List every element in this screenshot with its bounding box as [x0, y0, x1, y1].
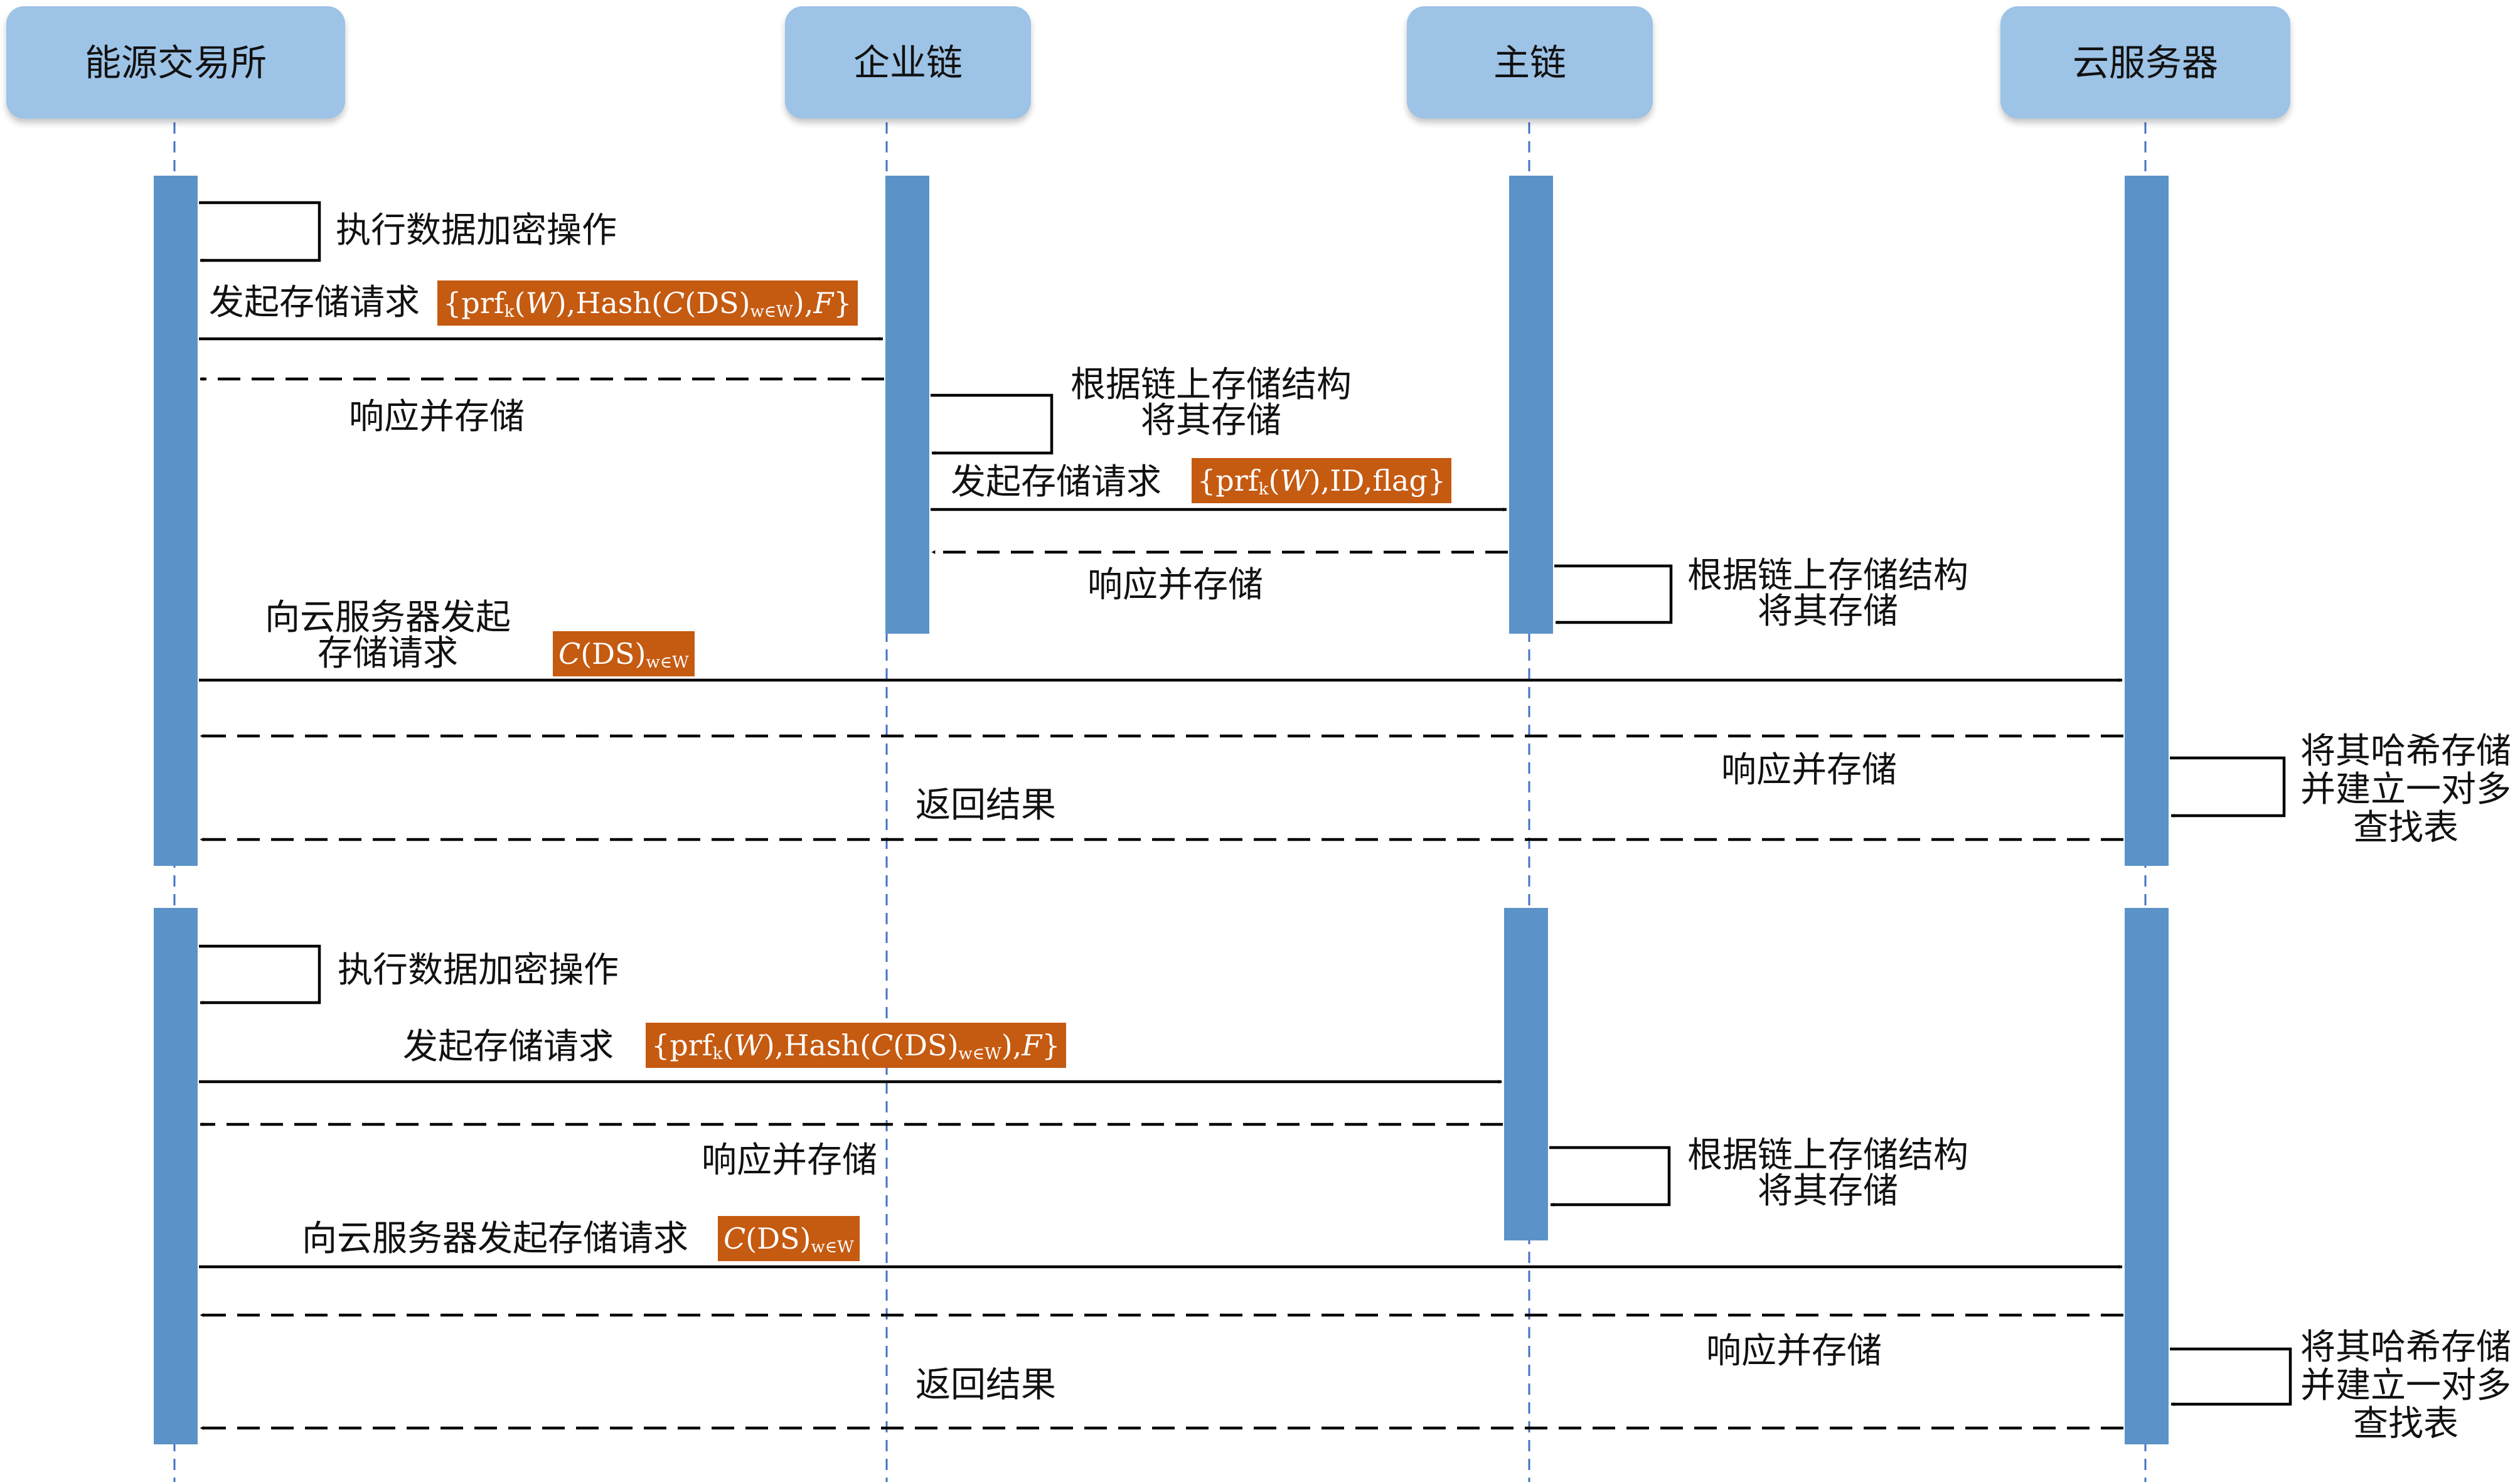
- label-store-structure-1a: 根据链上存储结构: [1070, 365, 1352, 405]
- label-main-store-2a: 根据链上存储结构: [1687, 1135, 1968, 1176]
- activation-exchange-2: [154, 908, 198, 1444]
- participant-exchange-label: 能源交易所: [84, 41, 267, 84]
- label-main-store-2b: 将其存储: [1758, 1171, 1898, 1212]
- payload-tag-5: C(DS)w∈W: [718, 1216, 860, 1261]
- label-cloud-request-2: 向云服务器发起存储请求: [302, 1218, 688, 1259]
- label-main-store-1a: 根据链上存储结构: [1687, 555, 1968, 596]
- label-encrypt-1: 执行数据加密操作: [336, 210, 617, 251]
- self-loop-encrypt-1: [199, 201, 321, 262]
- label-hash-store-2a: 将其哈希存储: [2300, 1327, 2511, 1368]
- activation-main-1: [1509, 176, 1553, 634]
- label-hash-store-1c: 查找表: [2353, 808, 2459, 848]
- label-ack-store-1: 响应并存储: [349, 397, 525, 437]
- self-loop-enterprise-store-1: [931, 393, 1054, 455]
- label-return-result-1: 返回结果: [916, 785, 1056, 826]
- participant-exchange: 能源交易所: [6, 6, 345, 119]
- label-hash-store-2c: 查找表: [2353, 1404, 2459, 1444]
- participant-enterprise-chain: 企业链: [785, 6, 1031, 119]
- label-ack-store-2: 响应并存储: [1087, 565, 1263, 605]
- label-send-request-2: 发起存储请求: [951, 462, 1161, 503]
- label-send-request-1: 发起存储请求: [209, 282, 420, 323]
- label-main-store-1b: 将其存储: [1758, 591, 1898, 632]
- self-loop-cloud-hash-2: [2170, 1347, 2292, 1406]
- participant-cloud-server: 云服务器: [2000, 6, 2290, 119]
- label-hash-store-1a: 将其哈希存储: [2300, 731, 2511, 772]
- label-hash-store-1b: 并建立一对多: [2300, 769, 2511, 810]
- participant-enterprise-label: 企业链: [853, 41, 963, 84]
- self-loop-cloud-hash-1: [2170, 756, 2286, 818]
- payload-tag-4: {prfk(W),Hash(C(DS)w∈W),F}: [646, 1023, 1066, 1068]
- payload-tag-1: {prfk(W),Hash(C(DS)w∈W),F}: [437, 280, 858, 326]
- activation-cloud-1: [2125, 176, 2169, 866]
- payload-tag-3: C(DS)w∈W: [553, 631, 695, 676]
- label-encrypt-2: 执行数据加密操作: [338, 950, 619, 991]
- participant-main-chain: 主链: [1407, 6, 1653, 119]
- label-cloud-ack-1: 响应并存储: [1721, 750, 1897, 791]
- activation-cloud-2: [2125, 908, 2169, 1444]
- label-store-structure-1b: 将其存储: [1141, 400, 1281, 441]
- label-ack-store-3: 响应并存储: [702, 1140, 877, 1181]
- label-hash-store-2b: 并建立一对多: [2300, 1365, 2511, 1406]
- activation-main-2: [1504, 908, 1548, 1240]
- payload-tag-2: {prfk(W),ID,flag}: [1192, 458, 1452, 503]
- label-send-request-3: 发起存储请求: [403, 1026, 614, 1067]
- label-return-result-2: 返回结果: [916, 1365, 1056, 1405]
- self-loop-main-store-2: [1549, 1146, 1671, 1207]
- participant-main-label: 主链: [1493, 41, 1566, 84]
- activation-exchange-1: [154, 176, 198, 866]
- participant-cloud-label: 云服务器: [2072, 41, 2218, 84]
- label-cloud-request-1b: 存储请求: [318, 633, 458, 674]
- self-loop-encrypt-2: [199, 944, 321, 1005]
- label-cloud-ack-2: 响应并存储: [1706, 1331, 1882, 1372]
- self-loop-main-store-1: [1554, 564, 1673, 624]
- activation-enterprise-1: [885, 176, 929, 634]
- label-cloud-request-1a: 向云服务器发起: [265, 597, 511, 638]
